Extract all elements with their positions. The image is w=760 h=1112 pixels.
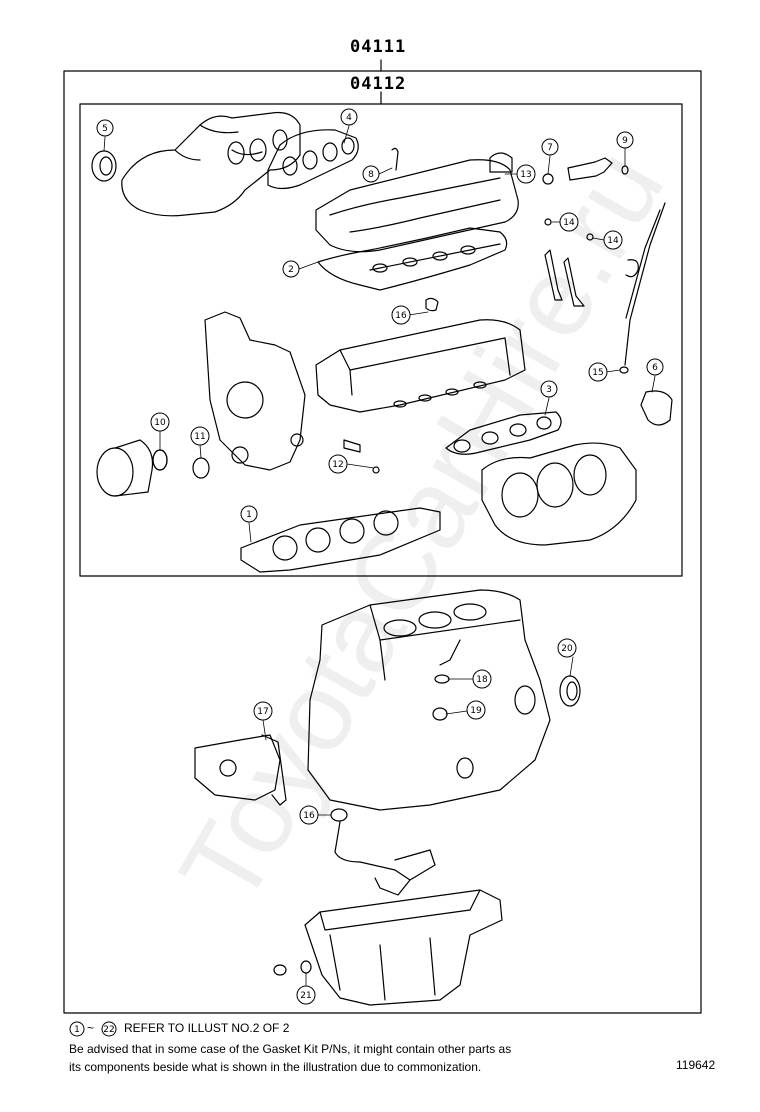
svg-text:17: 17	[257, 707, 268, 717]
svg-text:1: 1	[246, 510, 252, 520]
callout-22: 21	[296, 985, 316, 1005]
oil-strainer-drawing	[334, 821, 411, 896]
oil-pump-drawing	[194, 734, 287, 806]
svg-text:16: 16	[395, 311, 407, 321]
svg-text:6: 6	[652, 363, 658, 373]
valve-drawing	[544, 249, 563, 301]
advisory-line-2: its components beside what is shown in t…	[69, 1060, 482, 1074]
svg-text:13: 13	[520, 170, 531, 180]
callout-16: 16	[391, 305, 411, 325]
oil-seal-11-drawing	[192, 457, 210, 479]
intake-manifold-drawing	[481, 442, 637, 546]
callout-12: 12	[328, 454, 348, 474]
callout-20: 19	[466, 700, 486, 720]
timing-cover-drawing	[204, 311, 306, 471]
svg-text:4: 4	[346, 113, 352, 123]
callout-markers: 5 4 8 13 7 9 14 14 2 16 15 6 3 10 11 12 …	[96, 108, 664, 1005]
inner-kit-frame	[79, 103, 683, 577]
svg-text:15: 15	[592, 368, 603, 378]
exhaust-gasket-drawing	[267, 129, 359, 190]
callout-1: 1	[240, 505, 258, 523]
advisory-line-1: Be advised that in some case of the Gask…	[69, 1042, 512, 1056]
oil-filler-cap-drawing	[489, 152, 513, 173]
svg-text:14: 14	[607, 236, 619, 246]
svg-text:8: 8	[368, 170, 374, 180]
exhaust-manifold-drawing	[121, 111, 301, 217]
intake-gasket-drawing	[445, 411, 562, 455]
svg-text:3: 3	[546, 385, 552, 395]
callout-13: 13	[516, 164, 536, 184]
svg-text:2: 2	[288, 265, 294, 275]
callout-15: 15	[588, 362, 608, 382]
callout-21: 20	[557, 638, 577, 658]
svg-text:18: 18	[476, 675, 488, 685]
callout-10: 10	[150, 412, 170, 432]
callout-2: 2	[282, 260, 300, 278]
callout-3: 3	[540, 380, 558, 398]
svg-text:9: 9	[622, 136, 628, 146]
oil-pan-drawing	[304, 889, 503, 1006]
head-cover-drawing	[315, 159, 519, 253]
outer-kit-frame	[63, 70, 702, 1014]
injector-drawing	[567, 157, 613, 181]
oring-10-drawing	[152, 449, 168, 471]
svg-text:7: 7	[547, 143, 553, 153]
callout-18: 17	[253, 701, 273, 721]
callout-8: 8	[362, 165, 380, 183]
inner-part-number: 04112	[350, 74, 407, 94]
callout-19: 18	[472, 669, 492, 689]
callout-11: 11	[190, 426, 210, 446]
svg-text:14: 14	[563, 218, 575, 228]
callout-6: 6	[646, 358, 664, 376]
svg-text:5: 5	[102, 124, 108, 134]
svg-text:21: 21	[300, 991, 311, 1001]
svg-text:20: 20	[561, 644, 573, 654]
callout-14b: 14	[603, 230, 623, 250]
svg-text:10: 10	[154, 418, 166, 428]
svg-text:19: 19	[470, 706, 482, 716]
dipstick-guide-drawing	[624, 202, 666, 366]
callout-9: 9	[616, 131, 634, 149]
footnote-circles: 1 22	[69, 1021, 117, 1037]
refer-note: REFER TO ILLUST NO.2 OF 2	[124, 1021, 290, 1035]
callout-5: 5	[96, 119, 114, 137]
timing-cover-gasket-drawing	[640, 390, 673, 426]
svg-text:11: 11	[194, 432, 205, 442]
head-cover-gasket-drawing	[317, 227, 508, 291]
range-separator: ~	[87, 1021, 95, 1035]
callout-14a: 14	[559, 212, 579, 232]
svg-text:22: 22	[103, 1025, 114, 1035]
svg-text:1: 1	[74, 1025, 80, 1035]
callout-leaders	[103, 125, 656, 986]
callout-17: 16	[299, 805, 319, 825]
callout-4: 4	[340, 108, 358, 126]
callout-7: 7	[541, 138, 559, 156]
head-gasket-drawing	[240, 507, 441, 573]
svg-text:16: 16	[303, 811, 315, 821]
outer-part-number: 04111	[350, 37, 407, 57]
cylinder-head-drawing	[315, 319, 526, 413]
illustration-id: 119642	[676, 1058, 716, 1072]
cylinder-block-drawing	[307, 589, 551, 811]
svg-text:12: 12	[332, 460, 343, 470]
